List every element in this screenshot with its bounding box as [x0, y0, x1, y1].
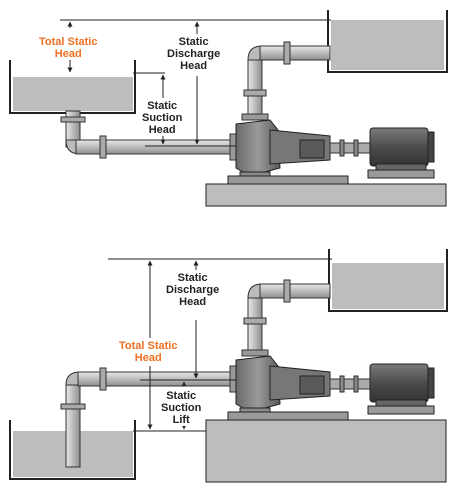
top-discharge-water	[331, 20, 444, 70]
bottom-static-discharge-head-label: Static Discharge Head	[165, 272, 221, 308]
top-discharge-pipe	[241, 41, 331, 121]
bottom-static-discharge-head-line2: Discharge	[166, 284, 220, 296]
bottom-static-discharge-head-line3: Head	[179, 296, 207, 308]
bottom-static-suction-lift-label: Static Suction Lift	[160, 390, 203, 426]
bottom-static-suction-lift-line2: Suction	[161, 402, 202, 414]
top-diagram	[9, 10, 448, 207]
bottom-discharge-pipe	[241, 279, 331, 357]
bottom-static-suction-lift-line3: Lift	[172, 414, 190, 426]
top-static-discharge-head-line3: Head	[180, 60, 208, 72]
top-total-static-head-line1: Total Static	[39, 36, 98, 48]
top-head-arrows	[67, 21, 200, 145]
top-static-discharge-head-line1: Static	[178, 36, 209, 48]
top-static-discharge-head-line2: Discharge	[167, 48, 221, 60]
top-static-discharge-head-label: Static Discharge Head	[166, 36, 222, 72]
top-suction-tank	[9, 60, 136, 114]
bottom-base	[205, 405, 447, 483]
bottom-reference-lines	[108, 258, 332, 432]
bottom-total-static-head-line2: Head	[134, 352, 162, 364]
top-reference-lines	[60, 19, 331, 147]
bottom-total-static-head-line1: Total Static	[119, 340, 178, 352]
bottom-total-static-head-label: Total Static Head	[118, 340, 179, 364]
bottom-diagram	[9, 249, 448, 483]
top-motor	[369, 127, 435, 175]
bottom-head-arrows	[147, 260, 199, 430]
top-static-suction-head-line2: Suction	[142, 112, 183, 124]
top-static-suction-head-line3: Head	[148, 124, 176, 136]
top-pump	[235, 119, 371, 183]
top-total-static-head-line2: Head	[54, 48, 82, 60]
top-base	[205, 169, 447, 207]
bottom-discharge-tank	[328, 249, 448, 312]
bottom-static-suction-lift-line1: Static	[166, 390, 197, 402]
top-static-suction-head-label: Static Suction Head	[141, 100, 184, 136]
top-static-suction-head-line1: Static	[147, 100, 178, 112]
bottom-discharge-water	[332, 263, 444, 309]
top-discharge-tank	[327, 10, 448, 73]
bottom-static-discharge-head-line1: Static	[177, 272, 208, 284]
top-suction-water	[13, 77, 133, 111]
bottom-pump	[235, 355, 371, 419]
top-total-static-head-label: Total Static Head	[38, 36, 99, 60]
bottom-motor	[369, 363, 435, 411]
